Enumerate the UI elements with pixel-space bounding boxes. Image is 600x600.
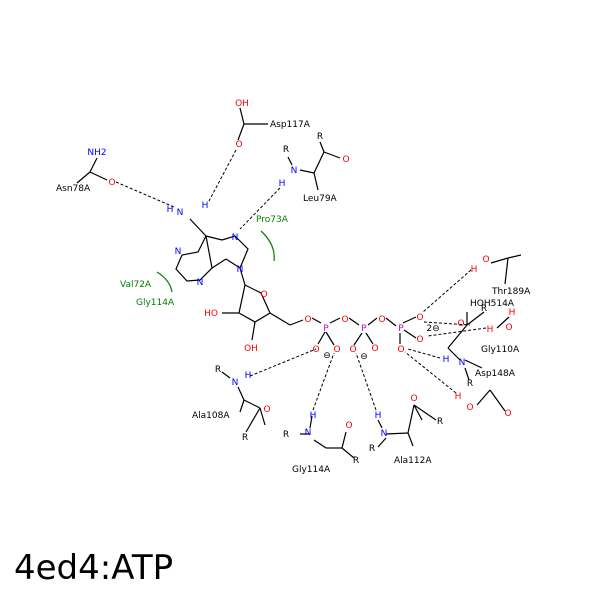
gly110-r: R: [481, 304, 487, 314]
atom-n3: N: [197, 278, 204, 288]
asp148-o1: O: [466, 403, 473, 413]
hydrophobic-label-val72: Val72A: [120, 280, 152, 290]
atom-pb-o1: O: [349, 345, 356, 355]
hydrophobic-arc-val72: [156, 271, 173, 293]
atom-pg-o1: O: [416, 313, 423, 323]
atom-o-3prime: OH: [244, 344, 258, 354]
atom-n7: N: [232, 233, 239, 243]
leu79-o: O: [342, 155, 349, 165]
residue-label-leu79: Leu79A: [303, 194, 338, 204]
gly114-r2: R: [353, 456, 359, 466]
ala112-n: N: [381, 429, 388, 439]
leu79-r1: R: [283, 145, 289, 155]
atom-o-bg: O: [378, 315, 385, 325]
atom-pb-o2: O: [371, 344, 378, 354]
residue-label-asn78: Asn78A: [56, 184, 91, 194]
ala112-r1: R: [369, 444, 375, 454]
asp117-oh: OH: [235, 99, 249, 109]
asp117-o: O: [235, 140, 242, 150]
hoh514-o: O: [505, 323, 512, 333]
hbond-gly114-pa: [312, 352, 335, 411]
diagram-title: 4ed4:ATP: [14, 548, 174, 588]
residue-labels: Asp117A Asn78A Leu79A Thr189A HOH514A Gl…: [56, 120, 531, 475]
ala108-r1: R: [215, 365, 221, 375]
atom-n1: N: [175, 247, 182, 257]
ala112-o: O: [410, 394, 417, 404]
hydrogen-bonds: [115, 149, 487, 411]
gly114-h: H: [310, 411, 317, 421]
atom-pb-charge: ⊖: [360, 352, 368, 362]
atom-o-ring: O: [260, 290, 267, 300]
residue-label-hoh514: HOH514A: [470, 299, 515, 309]
atom-pg-o2: O: [416, 335, 423, 345]
ala108-o: O: [263, 405, 270, 415]
atom-n9: N: [237, 265, 244, 275]
atom-o-2prime: HO: [204, 309, 218, 319]
hbond-asp117-amine: [208, 149, 237, 202]
thr189-h: H: [471, 265, 478, 275]
atom-pa-charge: ⊖: [323, 351, 331, 361]
leu79-r2: R: [317, 132, 323, 142]
leu79-n: N: [291, 166, 298, 176]
asn78-nh2: NH2: [87, 148, 106, 158]
hydrophobic-arc-pro73: [260, 230, 275, 262]
hoh514-h1: H: [487, 325, 494, 335]
ala112-h: H: [375, 411, 382, 421]
leu79-h: H: [279, 179, 286, 189]
hbond-thr189-pg: [422, 269, 472, 313]
hydrophobic-labels: Pro73A Val72A Gly114A: [120, 215, 289, 308]
asp148-r: R: [467, 379, 473, 389]
ala108-r2: R: [242, 433, 248, 443]
hbond-asp148-pg: [404, 351, 457, 394]
atom-h-amine-2: H: [202, 201, 209, 211]
thr189-o: O: [482, 255, 489, 265]
ala108-n: N: [232, 378, 239, 388]
atom-o-ab: O: [341, 315, 348, 325]
residue-label-ala112: Ala112A: [394, 456, 432, 466]
atom-h-amine-1: H: [167, 205, 174, 215]
gly114-n: N: [305, 428, 312, 438]
hydrophobic-arcs: [156, 230, 275, 293]
ala112-r2: R: [437, 417, 443, 427]
hbond-gly110-pg: [407, 348, 441, 359]
atom-pg-o3: O: [397, 345, 404, 355]
hoh514-h2: H: [509, 308, 516, 318]
residue-label-asp117: Asp117A: [270, 120, 311, 130]
hydrophobic-label-pro73: Pro73A: [256, 215, 289, 225]
atom-pa-o2: O: [333, 345, 340, 355]
gly114-o: O: [345, 421, 352, 431]
atom-pg-charge: 2⊖: [426, 324, 439, 334]
asp148-o2: O: [504, 409, 511, 419]
hydrophobic-label-gly114: Gly114A: [136, 298, 175, 308]
gly110-o: O: [457, 319, 464, 329]
hbond-ala112-pb: [355, 352, 377, 411]
residue-label-ala108: Ala108A: [192, 411, 230, 421]
asp148-h: H: [455, 392, 462, 402]
residue-label-gly110: Gly110A: [481, 345, 520, 355]
hbond-asn78-amine: [115, 181, 175, 208]
atom-pg: P: [398, 324, 404, 334]
gly110-n: N: [459, 358, 466, 368]
ala108-h: H: [245, 371, 252, 381]
residue-label-gly114: Gly114A: [292, 465, 331, 475]
atom-pb: P: [361, 324, 367, 334]
atom-pa: P: [323, 324, 329, 334]
atom-pa-o1: O: [312, 345, 319, 355]
gly114-r1: R: [283, 430, 289, 440]
hbond-ala108-pa: [249, 348, 317, 377]
gly110-h: H: [443, 355, 450, 365]
ligand-bonds: [175, 218, 417, 346]
asn78-o: O: [108, 178, 115, 188]
residue-label-asp148: Asp148A: [475, 369, 516, 379]
residue-bonds: [76, 107, 522, 459]
atom-n-amine: N: [177, 208, 184, 218]
residue-atoms: OH O NH2 O R N H R O H O H O H R O H N R…: [87, 99, 515, 466]
atom-o5: O: [304, 315, 311, 325]
ligand-atoms: N H H N N N N O HO OH O P O O ⊖ O P O O …: [167, 201, 440, 362]
hbond-gly110b-pg: [423, 321, 471, 326]
hbond-leu79-n7: [239, 187, 281, 230]
residue-label-thr189: Thr189A: [491, 287, 531, 297]
